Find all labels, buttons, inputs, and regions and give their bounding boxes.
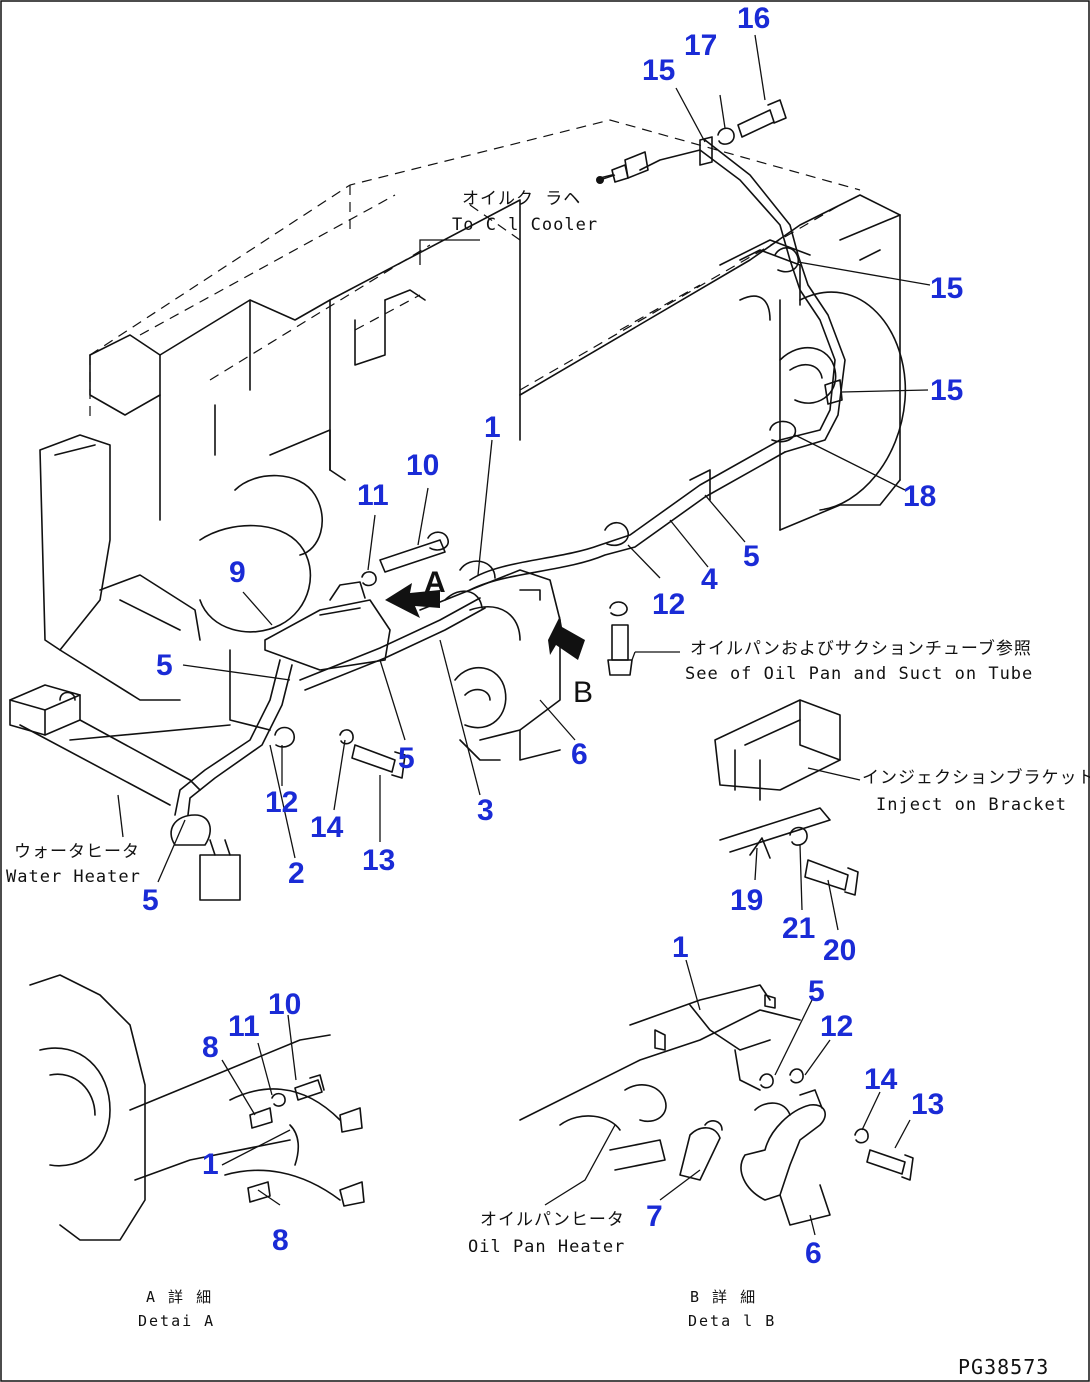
view-b-arrow-icon <box>548 616 585 660</box>
part-number: 8 <box>202 1031 219 1064</box>
injection-bracket <box>714 699 859 896</box>
detail-b-title-jp: B 詳 細 <box>690 1288 757 1306</box>
part-number: 9 <box>229 556 246 589</box>
pipe-routing <box>174 136 846 816</box>
part-number: 12 <box>820 1010 853 1043</box>
part-number: 2 <box>288 857 305 890</box>
part-number: 11 <box>228 1010 260 1043</box>
text-labels: オイルク ラヘ To C l Cooler オイルパンおよびサクションチューブ参… <box>6 189 1090 1379</box>
part-number: 7 <box>646 1200 663 1233</box>
part-number: 15 <box>642 54 675 87</box>
part-number: 6 <box>805 1237 822 1270</box>
water-heater-label-en: Water Heater <box>6 867 141 887</box>
view-a-arrow-icon <box>385 583 440 618</box>
part-number: 8 <box>272 1224 289 1257</box>
part-number: 13 <box>362 844 395 877</box>
part-number: 16 <box>737 2 770 35</box>
part-number: 1 <box>202 1148 219 1181</box>
part-number: 1 <box>672 931 689 964</box>
part-number: 3 <box>477 794 494 827</box>
injection-label-en: Inject on Bracket <box>876 795 1067 815</box>
part-number: 12 <box>652 588 685 621</box>
oil-pan-heater-label-jp: オイルパンヒータ <box>480 1210 625 1230</box>
oil-pan-ref-label-jp: オイルパンおよびサクションチューブ参照 <box>690 638 1032 659</box>
part-number: 12 <box>265 786 298 819</box>
part-number: 5 <box>156 649 173 682</box>
part-number: 14 <box>310 811 344 844</box>
part-number: 5 <box>142 884 159 917</box>
view-b-letter: B <box>573 676 593 709</box>
part-number: 1 <box>484 411 501 444</box>
detail-a-title-en: Detai A <box>138 1312 215 1330</box>
part-number: 11 <box>357 479 389 512</box>
part-number: 17 <box>684 29 717 62</box>
bolt-16-17 <box>717 99 787 145</box>
part-numbers: 16 17 15 15 15 18 1 10 11 9 5 5 5 5 12 4… <box>142 2 963 1270</box>
part-number: 6 <box>571 738 588 771</box>
part-number: 15 <box>930 374 963 407</box>
detail-b <box>519 984 914 1226</box>
part-number: 4 <box>701 563 718 596</box>
oil-pan-heater-label-en: Oil Pan Heater <box>468 1237 625 1257</box>
drawing-code: PG38573 <box>958 1355 1049 1379</box>
part-number: 10 <box>406 449 439 482</box>
part-number: 19 <box>730 884 763 917</box>
engine-block <box>9 119 907 901</box>
view-a-letter: A <box>424 566 446 599</box>
detail-b-title-en: Deta l B <box>688 1312 776 1330</box>
part-number: 5 <box>743 540 760 573</box>
part-number: 13 <box>911 1088 944 1121</box>
injection-label-jp: インジェクションブラケット <box>862 767 1090 788</box>
part-number: 15 <box>930 272 963 305</box>
part-number: 14 <box>864 1063 898 1096</box>
oil-cooler-label-jp: オイルク ラヘ <box>462 189 581 209</box>
part-number: 20 <box>823 934 856 967</box>
part-number: 21 <box>782 912 815 945</box>
detail-a-title-jp: A 詳 細 <box>146 1288 213 1306</box>
oil-cooler-label-en: To C l Cooler <box>452 215 598 235</box>
part-number: 5 <box>398 742 415 775</box>
detail-a <box>29 974 365 1241</box>
oil-pan-ref-label-en: See of Oil Pan and Suct on Tube <box>685 664 1033 684</box>
part-number: 5 <box>808 975 825 1008</box>
leader-lines <box>117 34 931 1236</box>
water-heater-label-jp: ウォータヒータ <box>14 842 140 862</box>
part-number: 10 <box>268 988 301 1021</box>
part-number: 18 <box>903 480 936 513</box>
